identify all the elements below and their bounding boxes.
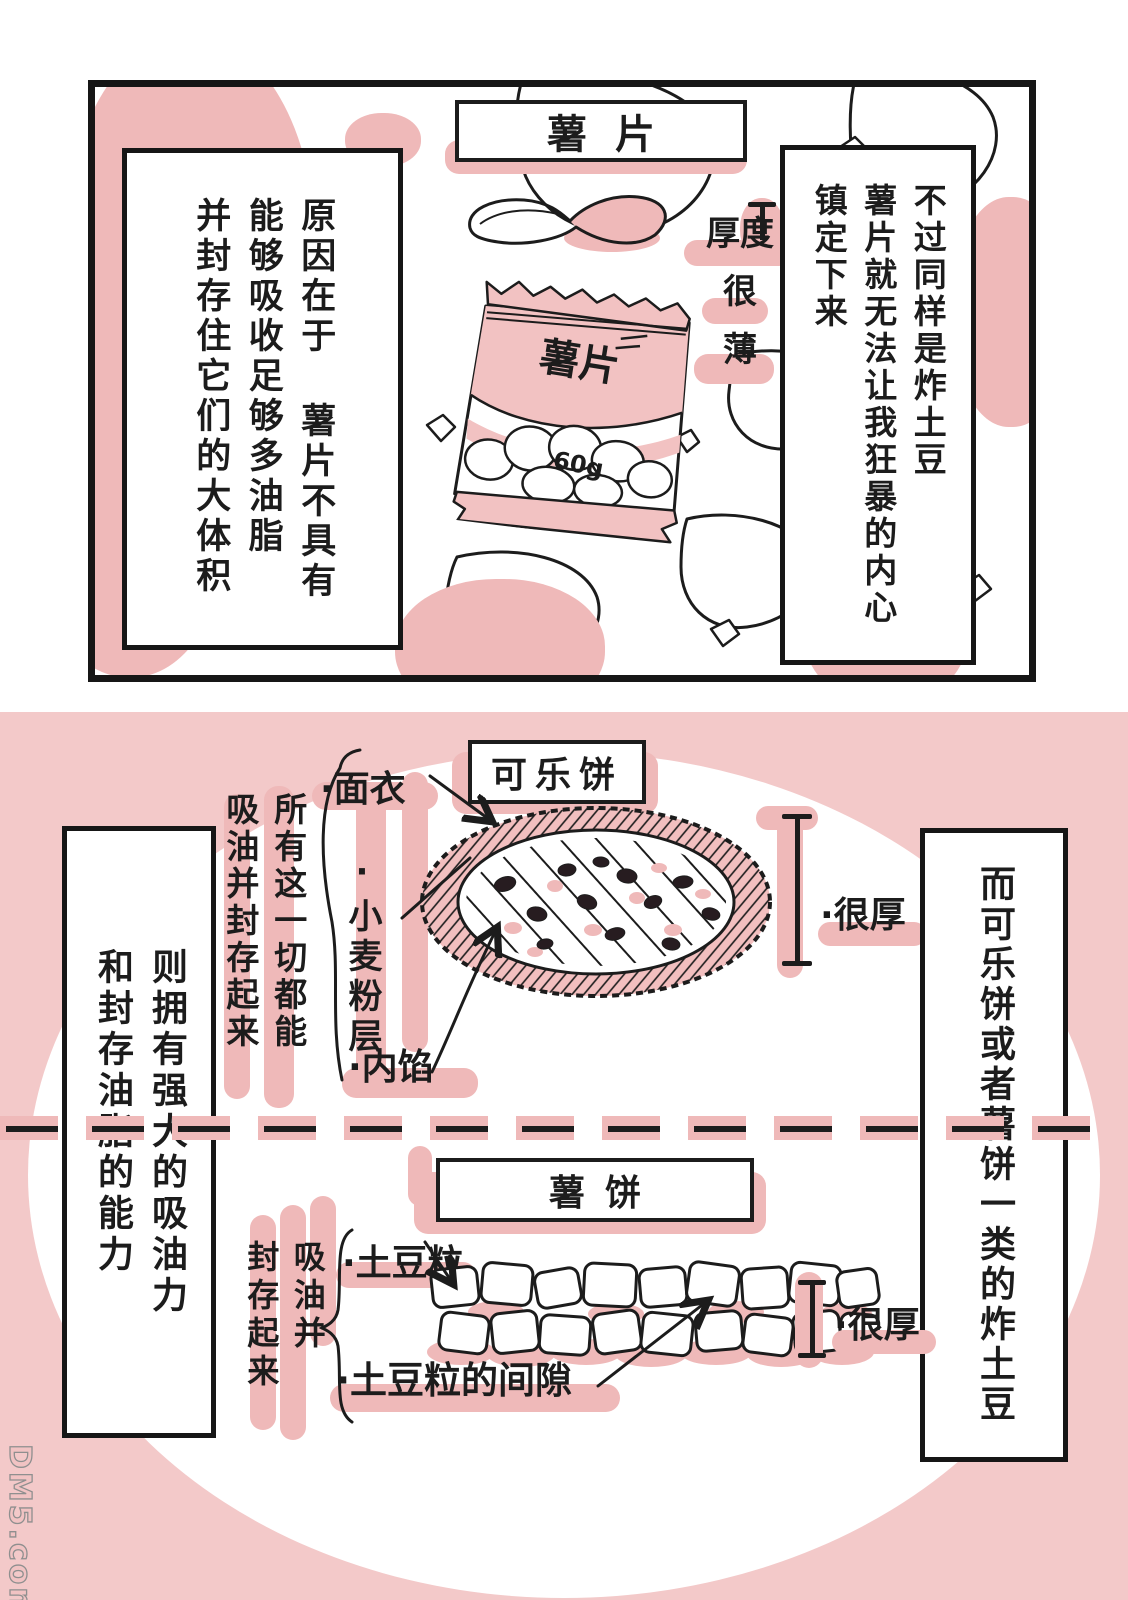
filling-label: ·内馅 [348,1047,434,1088]
watermark: DM5.com [1,1443,37,1600]
croquette-thickness-label: ·很厚 [820,895,906,936]
narration-text: 原因在于 薯片不具有 能够吸收足够多油脂 并封存住它们的大体积 [190,196,336,602]
narration-box-left: 原因在于 薯片不具有 能够吸收足够多油脂 并封存住它们的大体积 [122,148,403,650]
pink-highlight [224,794,250,1099]
pink-highlight [264,786,294,1108]
pink-highlight [250,1215,276,1430]
coating-label: ·面衣 [320,769,406,810]
pink-highlight [832,1330,936,1354]
potato-chip-illustration [462,188,677,258]
narration-box-right: 不过同样是炸土豆 薯片就无法让我狂暴的内心 镇定下来 [780,145,976,665]
narration-box-bottom-right: 而可乐饼或者薯饼一类的炸土豆 [920,828,1068,1462]
thickness-note: 厚度 很 薄 [706,214,774,370]
croquette-title: 可乐饼 [490,755,623,796]
pink-highlight [795,1272,823,1368]
chips-title-box: 薯片 [455,100,747,162]
hashbrown-bracket-note: 吸油并 封存起来 [242,1240,327,1392]
pink-highlight [330,1384,620,1412]
pink-highlight [818,922,926,946]
flour-layer-label: ·小麦粉层 [342,852,382,1058]
pink-highlight [702,298,768,324]
pink-highlight [408,1146,432,1206]
pink-blob [395,579,605,675]
pink-highlight [694,354,774,384]
narration-text: 不过同样是炸土豆 薯片就无法让我狂暴的内心 镇定下来 [809,183,948,627]
croquette-illustration [415,802,777,1002]
hashbrown-thickness-ibeam [798,1280,826,1358]
hashbrown-title-box: 薯饼 [436,1158,754,1222]
dashed-divider [6,1126,1092,1132]
hashbrown-thickness-label: ·很厚 [834,1305,920,1346]
chip-bag-illustration: 薯片 60g [448,269,709,547]
croquette-thickness-ibeam [782,814,812,966]
croquette-bracket-note: 所有这一切都能 吸油并封存起来 [220,792,308,1051]
potato-gap-label: ·土豆粒的间隙 [336,1359,573,1402]
chips-title: 薯片 [547,112,683,158]
hashbrown-title: 薯饼 [548,1173,661,1214]
croquette-title-box: 可乐饼 [468,740,646,804]
pink-highlight [684,240,792,266]
pink-highlight [280,1205,306,1440]
narration-text: 而可乐饼或者薯饼一类的炸土豆 [974,865,1015,1425]
